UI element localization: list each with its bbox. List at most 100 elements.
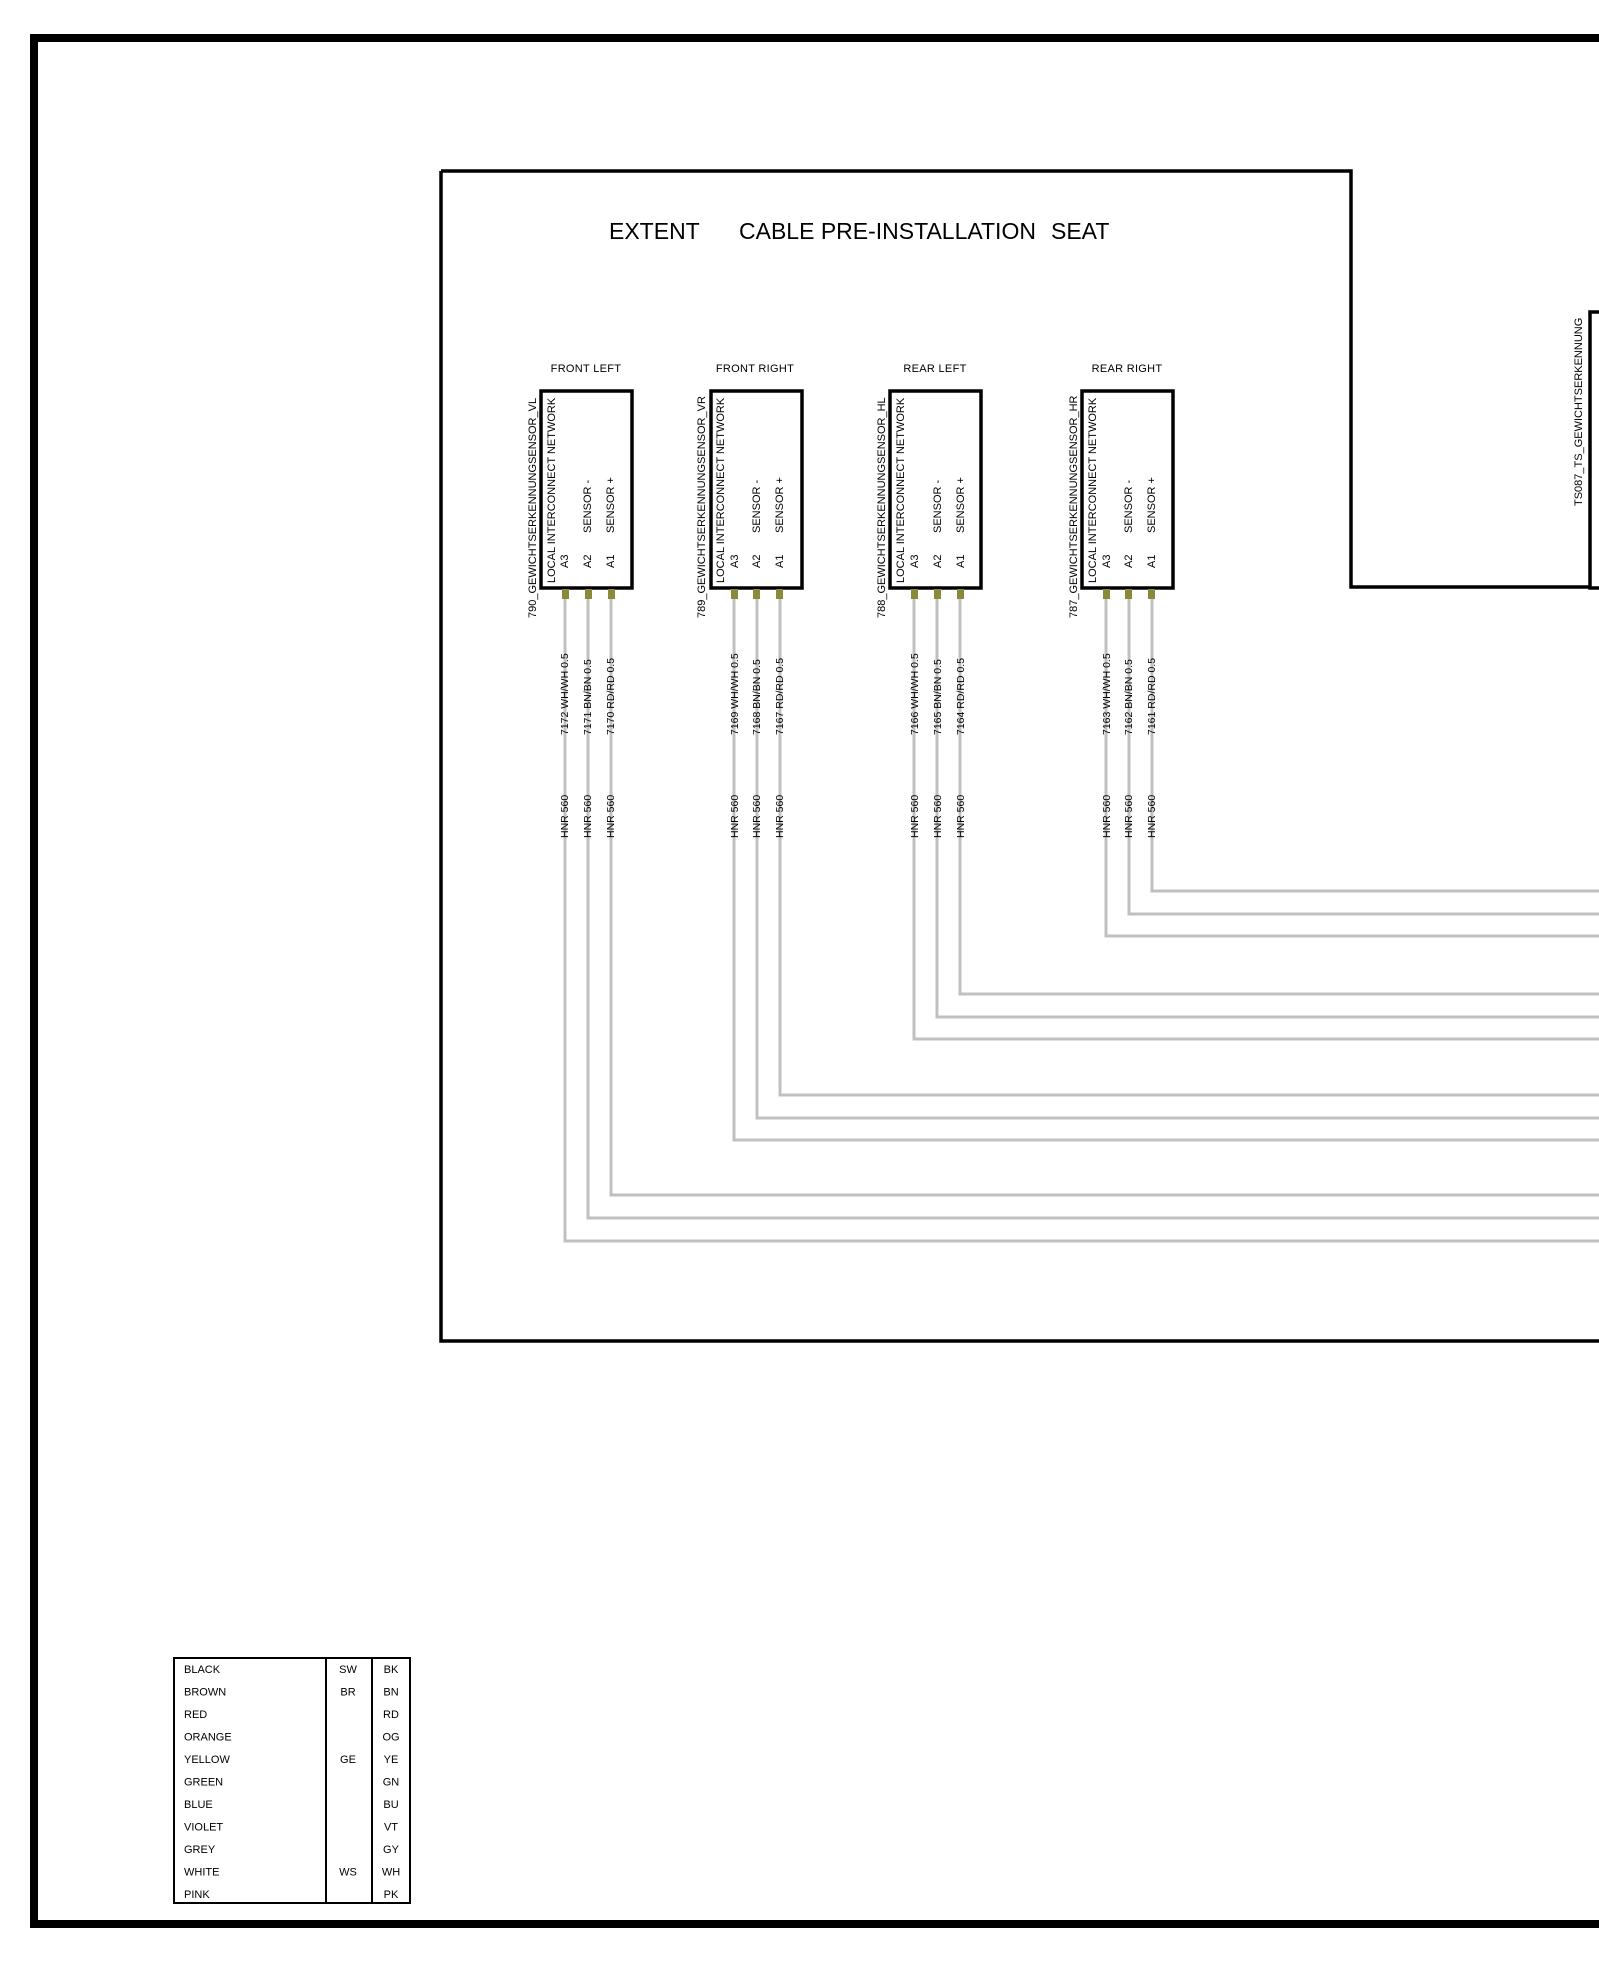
wire-label: 7161 RD/RD 0.5: [1146, 658, 1158, 735]
connector-box: [888, 389, 983, 590]
connector-position-label: REAR LEFT: [903, 363, 966, 375]
connector-position-label: FRONT RIGHT: [716, 363, 794, 375]
legend-color-name: ORANGE: [184, 1732, 232, 1744]
pin-label: A1: [605, 555, 617, 568]
pin-label: A2: [751, 555, 763, 568]
wire-group: [563, 599, 1599, 1243]
harness-label: HNR 560: [751, 795, 763, 838]
legend-color-name: GREEN: [184, 1777, 223, 1789]
legend-en-code: OG: [382, 1732, 399, 1744]
connector-name: 790_GEWICHTSERKENNUNGSENSOR_VL: [527, 398, 539, 618]
control-unit-name: TS087_TS_GEWICHTSERKENNUNG: [1573, 318, 1585, 506]
pin-signal: SENSOR +: [605, 477, 617, 533]
connector-network: LOCAL INTERCONNECT NETWORK: [895, 397, 907, 583]
pin-terminal: [776, 589, 783, 599]
pin-label: A1: [955, 555, 967, 568]
connector-rear-right: REAR RIGHT 787_GEWICHTSERKENNUNGSENSOR_H…: [1068, 363, 1175, 838]
wire: [1127, 599, 1599, 916]
wire: [912, 599, 1599, 1041]
wire-label: 7162 BN/BN 0.5: [1123, 659, 1135, 735]
connector-front-left: FRONT LEFT 790_GEWICHTSERKENNUNGSENSOR_V…: [527, 363, 634, 838]
legend-color-name: BLACK: [184, 1664, 221, 1676]
wire-label: 7172 WH/WH 0.5: [559, 653, 571, 735]
connector-network: LOCAL INTERCONNECT NETWORK: [546, 397, 558, 583]
extent-frame: [439, 169, 1599, 1343]
wire: [732, 599, 1599, 1142]
wire-label: 7163 WH/WH 0.5: [1101, 653, 1113, 735]
control-unit-box: [1588, 310, 1599, 590]
wire: [755, 599, 1599, 1120]
pin-signal: SENSOR -: [751, 479, 763, 533]
pin-terminal: [1148, 589, 1155, 599]
pin-label: A3: [729, 555, 741, 568]
legend-en-code: BU: [383, 1799, 398, 1811]
wire: [935, 599, 1599, 1019]
legend-en-code: VT: [384, 1822, 398, 1834]
harness-label: HNR 560: [774, 795, 786, 838]
pin-terminal: [934, 589, 941, 599]
pin-terminal: [585, 589, 592, 599]
pin-label: A3: [1101, 555, 1113, 568]
legend-en-code: GY: [383, 1844, 400, 1856]
connector-front-right: FRONT RIGHT 789_GEWICHTSERKENNUNGSENSOR_…: [696, 363, 804, 838]
legend-color-name: GREY: [184, 1844, 216, 1856]
harness-label: HNR 560: [1123, 795, 1135, 838]
pin-signal: SENSOR +: [955, 477, 967, 533]
legend-de-code: BR: [340, 1687, 355, 1699]
connector-box: [1080, 389, 1175, 590]
pin-terminal: [957, 589, 964, 599]
pin-label: A1: [1146, 555, 1158, 568]
wire-label: 7170 RD/RD 0.5: [605, 658, 617, 735]
connector-position-label: FRONT LEFT: [551, 363, 622, 375]
harness-label: HNR 560: [1101, 795, 1113, 838]
wire: [1104, 599, 1599, 938]
title-item: SEAT: [1051, 218, 1109, 244]
legend-de-code: SW: [339, 1664, 357, 1676]
pin-signal: SENSOR -: [582, 479, 594, 533]
connector-position-label: REAR RIGHT: [1092, 363, 1163, 375]
legend-de-code: WS: [339, 1867, 357, 1879]
wire-label: 7171 BN/BN 0.5: [582, 659, 594, 735]
pin-signal: SENSOR -: [932, 479, 944, 533]
wire: [563, 599, 1599, 1243]
harness-label: HNR 560: [582, 795, 594, 838]
pin-label: A1: [774, 555, 786, 568]
harness-label: HNR 560: [932, 795, 944, 838]
connector-network: LOCAL INTERCONNECT NETWORK: [715, 397, 727, 583]
legend-en-code: YE: [384, 1754, 399, 1766]
wire: [778, 599, 1599, 1097]
pin-label: A3: [909, 555, 921, 568]
connector-name: 789_GEWICHTSERKENNUNGSENSOR_VR: [696, 396, 708, 618]
pin-terminal: [731, 589, 738, 599]
legend-color-name: VIOLET: [184, 1822, 223, 1834]
harness-label: HNR 560: [1146, 795, 1158, 838]
pin-label: A2: [582, 555, 594, 568]
pin-terminal: [753, 589, 760, 599]
wire: [609, 599, 1599, 1197]
pin-signal: SENSOR -: [1123, 479, 1135, 533]
title-scope: CABLE PRE-INSTALLATION: [739, 218, 1036, 244]
legend-en-code: GN: [383, 1777, 400, 1789]
pin-terminal: [911, 589, 918, 599]
legend-en-code: BN: [383, 1687, 398, 1699]
legend-color-name: WHITE: [184, 1867, 219, 1879]
legend-en-code: RD: [383, 1709, 399, 1721]
title-extent: EXTENT: [609, 218, 700, 244]
legend-border: [173, 1657, 411, 1904]
harness-label: HNR 560: [729, 795, 741, 838]
pin-label: A2: [1123, 555, 1135, 568]
control-unit: TS087_TS_GEWICHTSERKENNUNG: [1573, 310, 1599, 590]
harness-label: HNR 560: [605, 795, 617, 838]
wire: [1150, 599, 1599, 893]
legend-color-name: RED: [184, 1709, 207, 1721]
connector-name: 788_GEWICHTSERKENNUNGSENSOR_HL: [876, 397, 888, 618]
connector-box: [709, 389, 804, 590]
wire: [958, 599, 1599, 996]
legend-color-name: YELLOW: [184, 1754, 230, 1766]
harness-label: HNR 560: [909, 795, 921, 838]
pin-label: A3: [559, 555, 571, 568]
connector-rear-left: REAR LEFT 788_GEWICHTSERKENNUNGSENSOR_HL…: [876, 363, 983, 838]
pin-terminal: [1103, 589, 1110, 599]
legend-color-name: BLUE: [184, 1799, 213, 1811]
